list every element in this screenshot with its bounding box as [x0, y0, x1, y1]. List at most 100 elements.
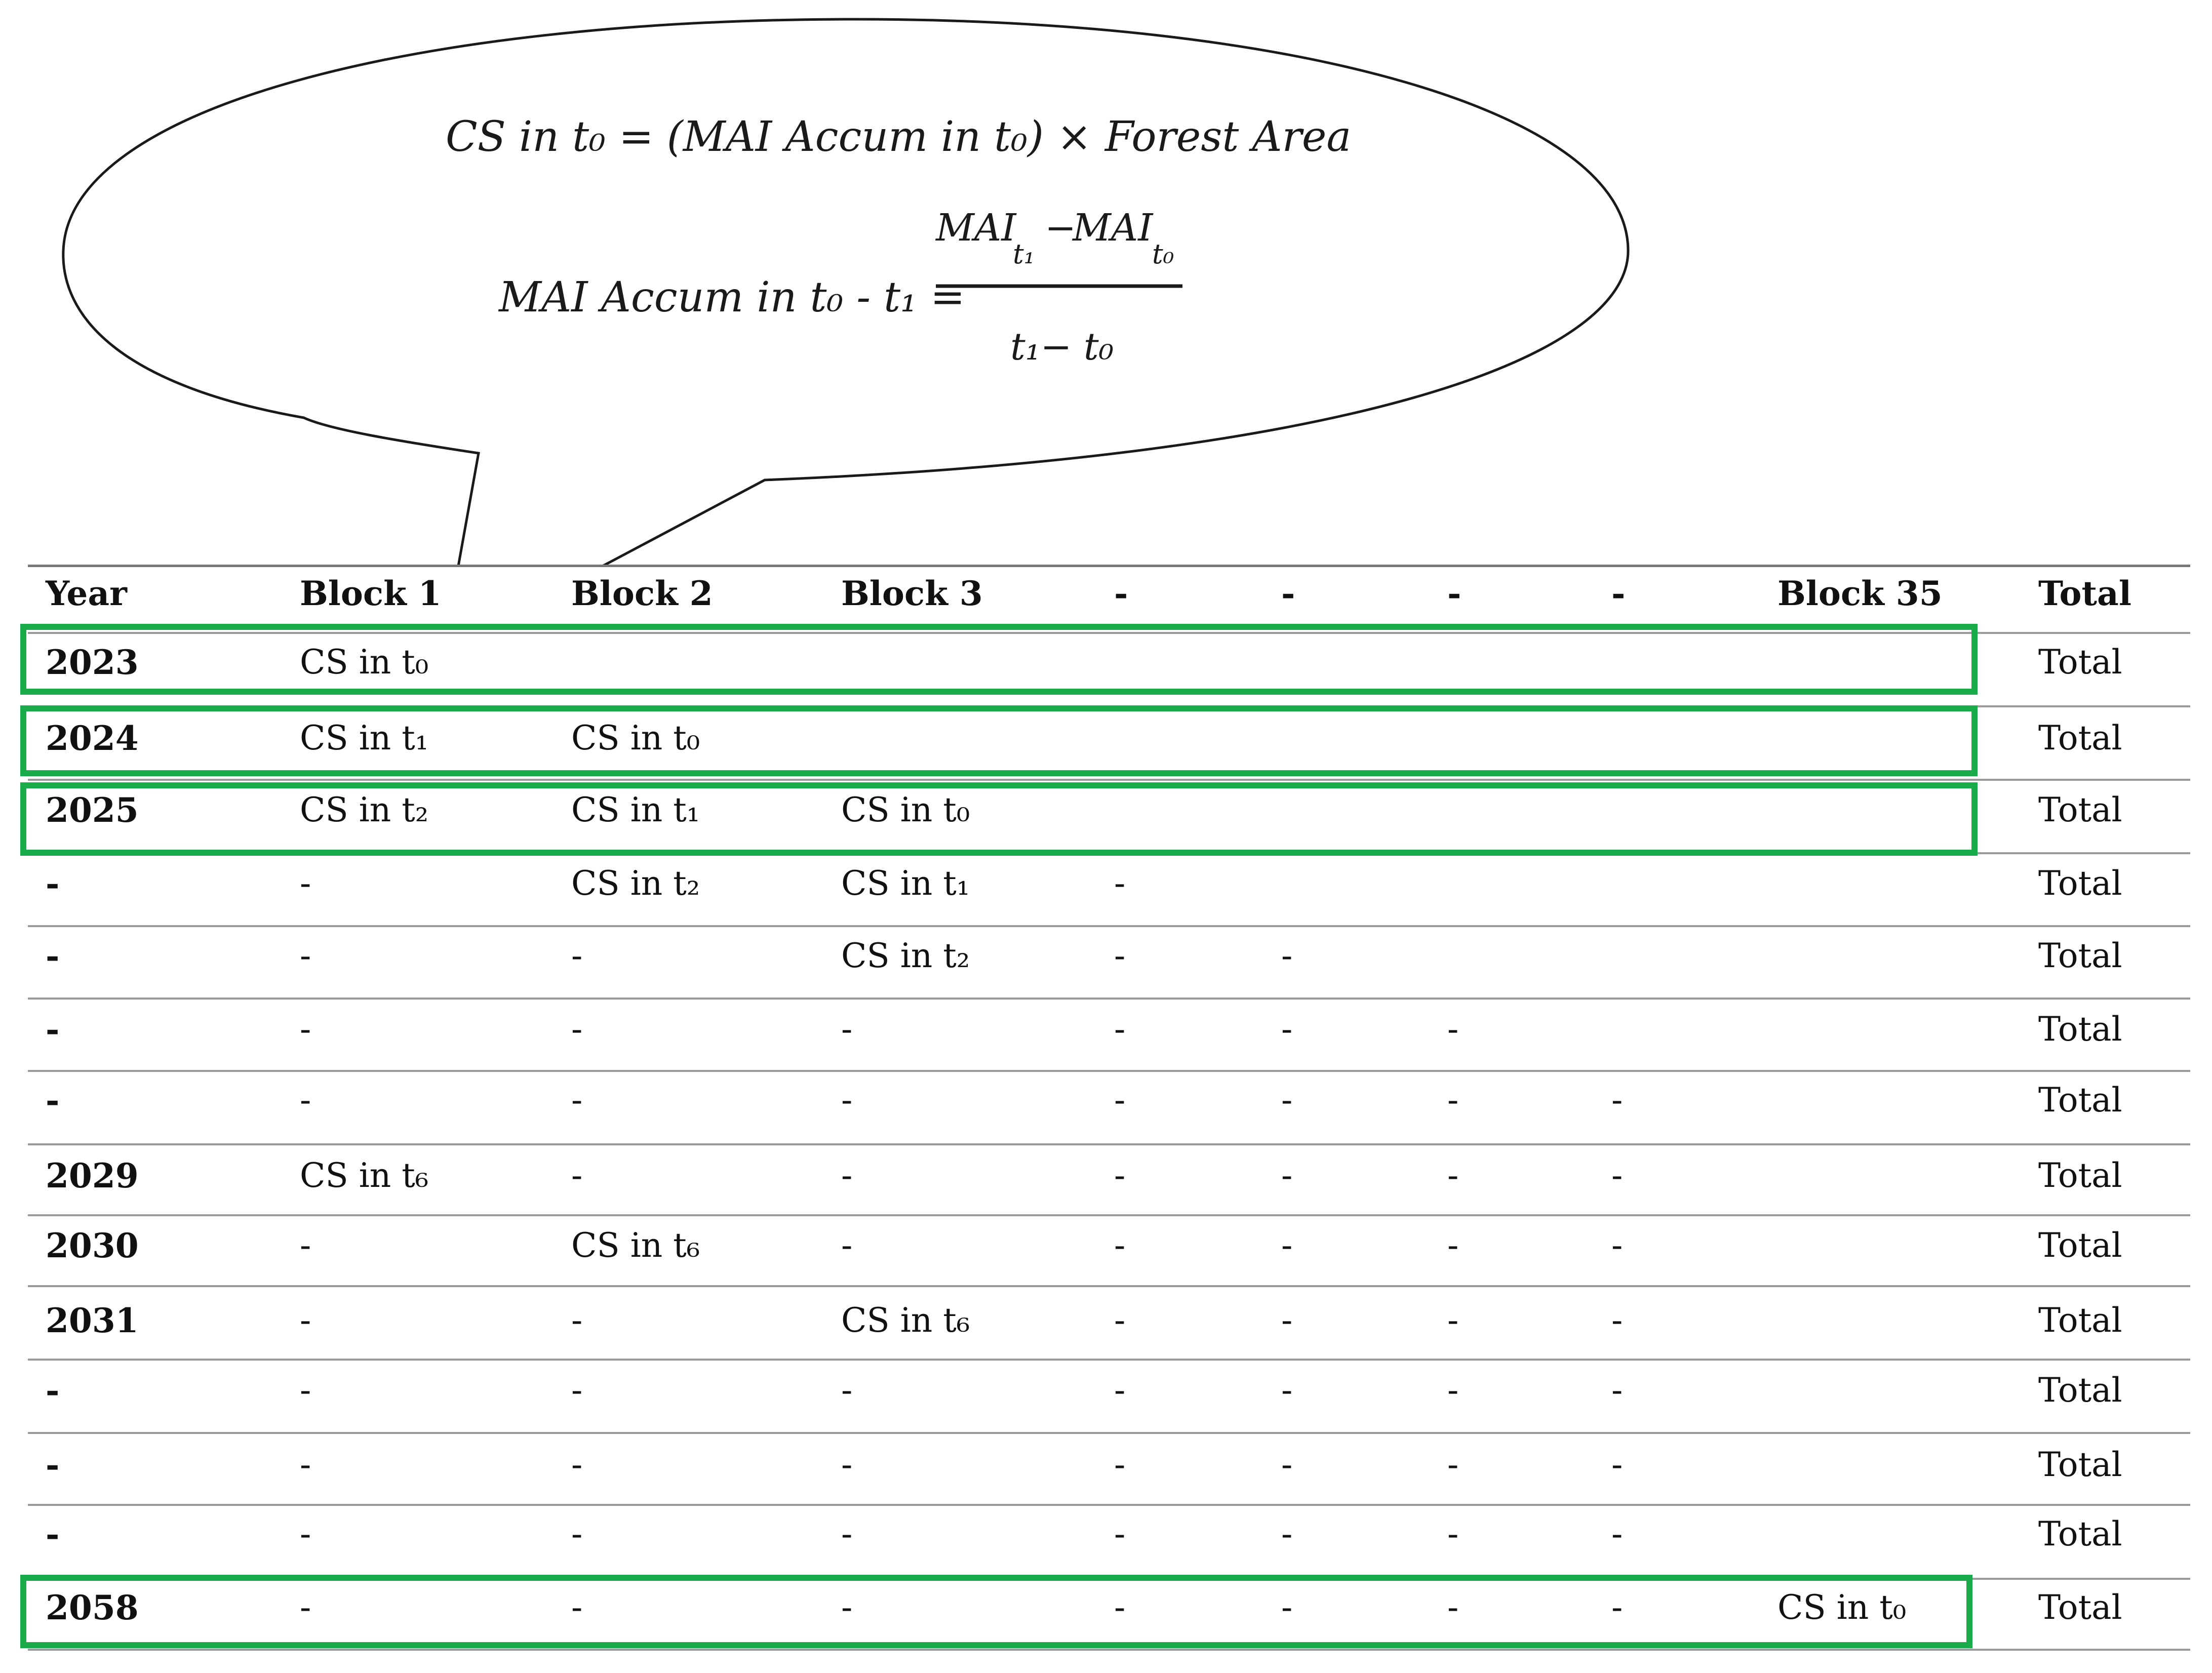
row-year-cell: -: [46, 1515, 60, 1554]
row-block-2-cell: -: [571, 1010, 583, 1049]
fraction-numerator-sub1: t₁: [1013, 238, 1035, 270]
row-year-cell: 2031: [46, 1301, 139, 1340]
row-block-1-cell: CS in t₀: [300, 643, 429, 682]
fraction-numerator-minus: −: [1045, 206, 1076, 250]
row-block-3-cell: CS in t₂: [841, 936, 970, 975]
header-dash-a: -: [1114, 574, 1128, 613]
row-block-3-cell: -: [841, 1010, 853, 1049]
row-dash-c-cell: -: [1447, 1301, 1459, 1340]
row-block-1-cell: -: [300, 1081, 311, 1120]
row-dash-b-cell: -: [1281, 1081, 1293, 1120]
row-dash-a-cell: -: [1114, 1371, 1126, 1410]
row-highlight-box: [20, 782, 1978, 856]
table-rule: [28, 998, 2190, 1000]
row-dash-a-cell: -: [1114, 1588, 1126, 1627]
row-dash-a-cell: -: [1114, 936, 1126, 975]
row-block-3-cell: -: [841, 1445, 853, 1484]
row-block-3-cell: -: [841, 1515, 853, 1554]
row-year-cell: -: [46, 864, 60, 903]
row-block-3-cell: -: [841, 1156, 853, 1195]
row-total-cell: Total: [2038, 1588, 2122, 1627]
row-block-1-cell: CS in t₂: [300, 790, 429, 829]
row-dash-a-cell: -: [1114, 1445, 1126, 1484]
header-block-3: Block 3: [841, 574, 983, 613]
row-total-cell: Total: [2038, 643, 2122, 682]
row-year-cell: 2029: [46, 1156, 139, 1196]
table-rule: [28, 1359, 2190, 1361]
row-block-2-cell: -: [571, 1301, 583, 1340]
row-year-cell: 2025: [46, 790, 139, 830]
table-rule: [28, 1214, 2190, 1216]
row-block-2-cell: -: [571, 1445, 583, 1484]
fraction-denominator: t₁− t₀: [1010, 325, 1114, 369]
row-dash-d-cell: -: [1611, 1226, 1623, 1265]
row-dash-d-cell: -: [1611, 1588, 1623, 1627]
table-rule: [28, 1070, 2190, 1072]
row-dash-d-cell: -: [1611, 1156, 1623, 1195]
row-dash-a-cell: -: [1114, 1010, 1126, 1049]
row-block-1-cell: -: [300, 1301, 311, 1340]
row-block-1-cell: -: [300, 936, 311, 975]
row-total-cell: Total: [2038, 1156, 2122, 1195]
row-block-3-cell: -: [841, 1081, 853, 1120]
row-highlight-box: [20, 1575, 1972, 1648]
table-rule: [28, 1285, 2190, 1287]
row-total-cell: Total: [2038, 864, 2122, 903]
row-block-2-cell: -: [571, 1081, 583, 1120]
row-block-1-cell: CS in t₁: [300, 719, 429, 758]
row-year-cell: -: [46, 1371, 60, 1410]
table-rule: [28, 779, 2190, 781]
row-dash-d-cell: -: [1611, 1301, 1623, 1340]
table-rule: [28, 632, 2190, 634]
row-year-cell: 2058: [46, 1588, 139, 1627]
formula-mai-left: MAI Accum in t₀ - t₁ =: [498, 273, 965, 322]
header-year: Year: [46, 574, 127, 613]
row-block-1-cell: CS in t₆: [300, 1156, 429, 1195]
row-block-3-cell: CS in t₆: [841, 1301, 970, 1340]
row-block-3-cell: -: [841, 1588, 853, 1627]
row-year-cell: -: [46, 936, 60, 976]
row-dash-b-cell: -: [1281, 1371, 1293, 1410]
row-block-3-cell: CS in t₁: [841, 864, 970, 903]
row-dash-c-cell: -: [1447, 1226, 1459, 1265]
row-dash-a-cell: -: [1114, 1081, 1126, 1120]
row-block-1-cell: -: [300, 1226, 311, 1265]
row-year-cell: -: [46, 1445, 60, 1485]
row-dash-c-cell: -: [1447, 1081, 1459, 1120]
row-total-cell: Total: [2038, 1226, 2122, 1265]
row-dash-b-cell: -: [1281, 1010, 1293, 1049]
row-block-2-cell: -: [571, 1515, 583, 1554]
fraction-numerator-mai1: MAI: [935, 206, 1017, 250]
header-dash-d: -: [1611, 574, 1626, 613]
row-block-3-cell: -: [841, 1226, 853, 1265]
row-block-2-cell: -: [571, 936, 583, 975]
row-dash-c-cell: -: [1447, 1588, 1459, 1627]
row-block-1-cell: -: [300, 1515, 311, 1554]
header-total: Total: [2038, 574, 2131, 613]
row-block-1-cell: -: [300, 1371, 311, 1410]
header-dash-c: -: [1447, 574, 1462, 613]
table-rule: [28, 1649, 2190, 1651]
table-rule: [28, 1143, 2190, 1145]
row-block-2-cell: CS in t₁: [571, 790, 700, 829]
header-block-35: Block 35: [1778, 574, 1943, 613]
row-block-3-cell: CS in t₀: [841, 790, 970, 829]
row-dash-b-cell: -: [1281, 1515, 1293, 1554]
row-dash-d-cell: -: [1611, 1445, 1623, 1484]
row-total-cell: Total: [2038, 1301, 2122, 1340]
row-dash-a-cell: -: [1114, 1156, 1126, 1195]
row-block-2-cell: -: [571, 1156, 583, 1195]
header-block-1: Block 1: [300, 574, 442, 613]
row-dash-b-cell: -: [1281, 1226, 1293, 1265]
row-dash-b-cell: -: [1281, 1301, 1293, 1340]
row-block-2-cell: CS in t₂: [571, 864, 700, 903]
row-total-cell: Total: [2038, 1081, 2122, 1120]
row-block-2-cell: -: [571, 1371, 583, 1410]
row-block-1-cell: -: [300, 864, 311, 903]
row-total-cell: Total: [2038, 719, 2122, 758]
row-total-cell: Total: [2038, 1371, 2122, 1410]
row-total-cell: Total: [2038, 1515, 2122, 1554]
row-highlight-box: [20, 705, 1978, 776]
row-block-35-cell: CS in t₀: [1778, 1588, 1907, 1627]
